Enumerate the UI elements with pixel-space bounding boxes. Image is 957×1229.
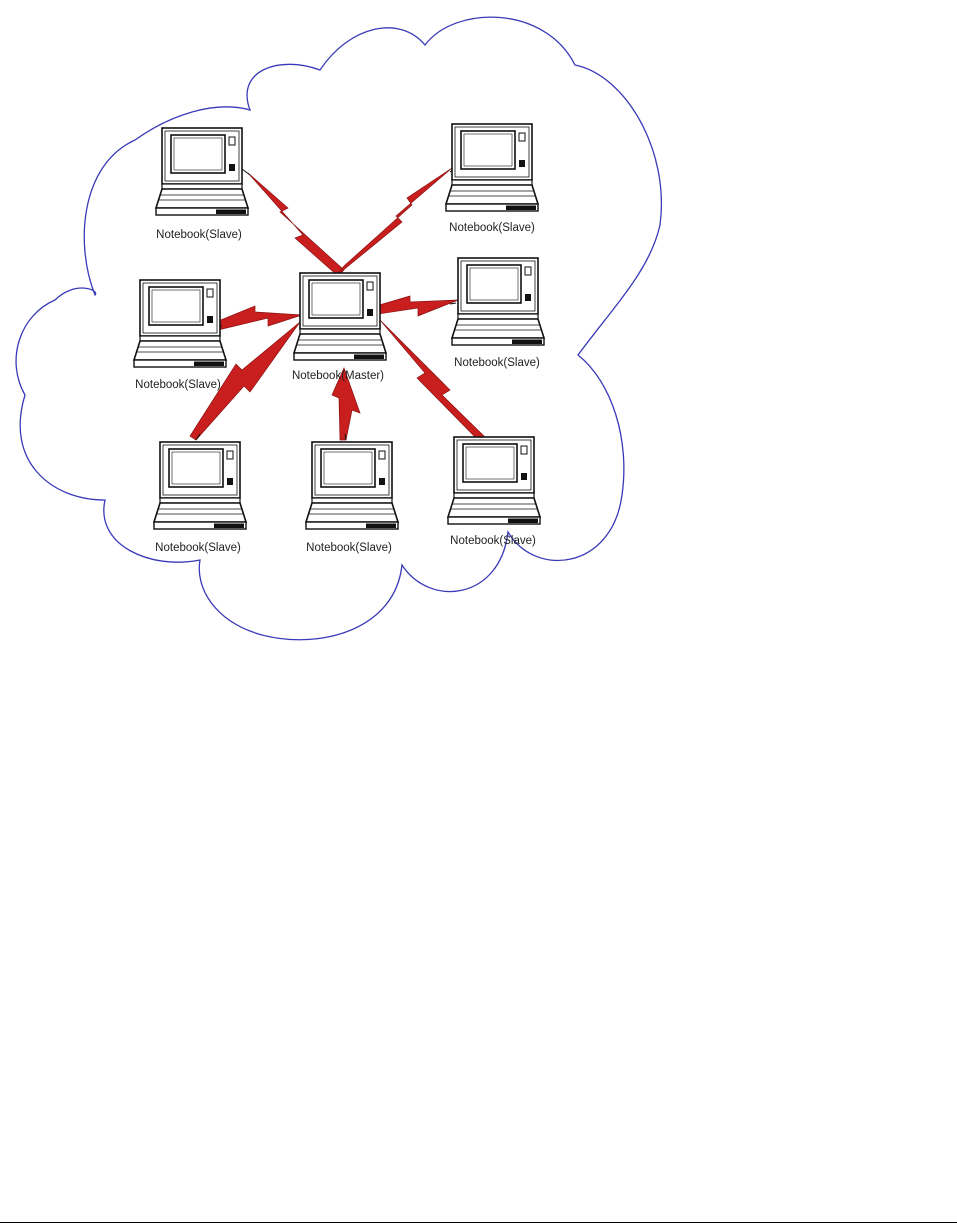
device-label: Notebook(Slave) <box>450 535 536 547</box>
link-mid-left <box>216 306 302 330</box>
laptop-icon <box>294 273 386 360</box>
laptop-icon <box>448 437 540 524</box>
link-mid-right <box>376 296 458 316</box>
device-slave-mid-left: Notebook(Slave) <box>134 280 226 391</box>
device-label: Notebook(Slave) <box>449 222 535 234</box>
laptop-icon <box>154 442 246 529</box>
laptop-icon <box>134 280 226 367</box>
link-top-right <box>336 168 452 276</box>
device-label: Notebook(Slave) <box>155 542 241 554</box>
device-label: Notebook(Slave) <box>454 357 540 369</box>
laptop-icon <box>156 128 248 215</box>
device-label: Notebook(Slave) <box>156 229 242 241</box>
link-top-left <box>248 173 344 276</box>
device-slave-bottom-right: Notebook(Slave) <box>448 437 540 547</box>
device-master: Notebook(Master) <box>292 273 386 382</box>
laptop-icon <box>306 442 398 529</box>
device-label: Notebook(Master) <box>292 370 384 382</box>
page-footer-rule <box>0 1222 957 1223</box>
device-slave-mid-right: Notebook(Slave) <box>452 258 544 369</box>
device-label: Notebook(Slave) <box>135 379 221 391</box>
device-label: Notebook(Slave) <box>306 542 392 554</box>
device-slave-top-left: Notebook(Slave) <box>156 128 248 241</box>
laptop-icon <box>446 124 538 211</box>
device-slave-bottom-left: Notebook(Slave) <box>154 442 246 554</box>
laptop-icon <box>452 258 544 345</box>
device-slave-top-right: Notebook(Slave) <box>446 124 538 234</box>
device-slave-bottom-center: Notebook(Slave) <box>306 442 398 554</box>
